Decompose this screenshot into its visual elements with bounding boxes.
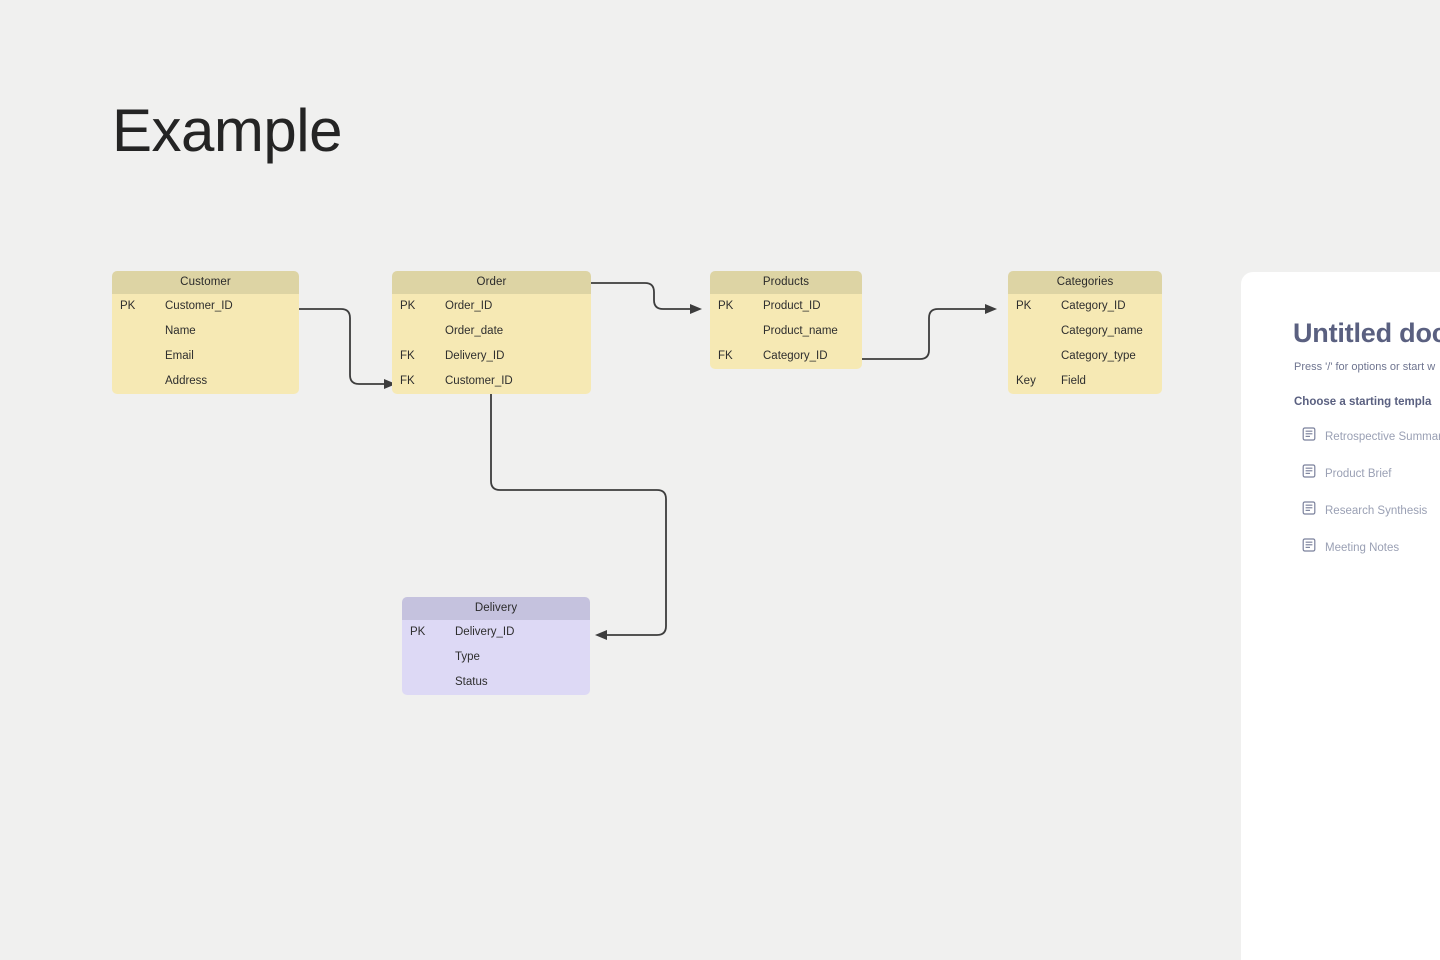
row-field: Name: [165, 325, 196, 337]
row-key: PK: [410, 626, 426, 638]
entity-customer-title: Customer: [112, 271, 299, 294]
template-item-retrospective-summary[interactable]: Retrospective Summar: [1302, 427, 1440, 446]
row-field: Category_ID: [763, 350, 828, 362]
row-key: FK: [400, 375, 415, 387]
row-field: Product_name: [763, 325, 838, 337]
row-field: Order_ID: [445, 300, 493, 312]
template-label: Research Synthesis: [1325, 504, 1428, 517]
row-field: Type: [455, 651, 480, 663]
table-row[interactable]: PK Delivery_ID: [402, 620, 590, 645]
row-key: PK: [120, 300, 136, 312]
table-row[interactable]: PK Category_ID: [1008, 294, 1162, 319]
row-field: Product_ID: [763, 300, 821, 312]
template-item-meeting-notes[interactable]: Meeting Notes: [1302, 538, 1399, 557]
entity-order-title: Order: [392, 271, 591, 294]
document-title[interactable]: Untitled doc: [1293, 318, 1440, 348]
entity-categories[interactable]: Categories PK Category_ID Category_name …: [1008, 271, 1162, 394]
template-label: Retrospective Summar: [1325, 430, 1440, 443]
entity-products-title: Products: [710, 271, 862, 294]
entity-delivery[interactable]: Delivery PK Delivery_ID Type Status: [402, 597, 590, 695]
row-field: Category_ID: [1061, 300, 1126, 312]
entity-categories-title: Categories: [1008, 271, 1162, 294]
page-title: Example: [112, 97, 342, 164]
row-key: FK: [400, 350, 415, 362]
template-label: Meeting Notes: [1325, 541, 1400, 554]
row-field: Customer_ID: [445, 375, 513, 387]
entity-products[interactable]: Products PK Product_ID Product_name FK C…: [710, 271, 862, 369]
table-row[interactable]: PK Customer_ID: [112, 294, 299, 319]
document-icon: [1302, 501, 1316, 520]
table-row[interactable]: FK Delivery_ID: [392, 344, 591, 369]
table-row[interactable]: Product_name: [710, 319, 862, 344]
table-row[interactable]: Category_type: [1008, 344, 1162, 369]
row-field: Delivery_ID: [455, 626, 515, 638]
table-row[interactable]: Address: [112, 369, 299, 394]
document-icon: [1302, 538, 1316, 557]
entity-customer-fields: PK Customer_ID Name Email Address: [112, 294, 299, 394]
row-field: Address: [165, 375, 208, 387]
table-row[interactable]: Name: [112, 319, 299, 344]
table-row[interactable]: Type: [402, 645, 590, 670]
row-field: Status: [455, 676, 488, 688]
entity-delivery-title: Delivery: [402, 597, 590, 620]
table-row[interactable]: Order_date: [392, 319, 591, 344]
row-field: Order_date: [445, 325, 504, 337]
document-icon: [1302, 427, 1316, 446]
row-field: Category_name: [1061, 325, 1143, 337]
template-section-heading: Choose a starting templa: [1294, 396, 1432, 408]
row-field: Delivery_ID: [445, 350, 505, 362]
row-field: Category_type: [1061, 350, 1136, 362]
row-key: Key: [1016, 375, 1036, 387]
entity-categories-fields: PK Category_ID Category_name Category_ty…: [1008, 294, 1162, 394]
table-row[interactable]: FK Customer_ID: [392, 369, 591, 394]
row-key: PK: [1016, 300, 1032, 312]
document-panel[interactable]: Untitled doc Press '/' for options or st…: [1241, 272, 1440, 960]
table-row[interactable]: Category_name: [1008, 319, 1162, 344]
row-field: Customer_ID: [165, 300, 233, 312]
entity-products-fields: PK Product_ID Product_name FK Category_I…: [710, 294, 862, 369]
template-item-product-brief[interactable]: Product Brief: [1302, 464, 1391, 483]
row-key: FK: [718, 350, 733, 362]
row-field: Email: [165, 350, 194, 362]
row-key: PK: [400, 300, 416, 312]
table-row[interactable]: Key Field: [1008, 369, 1162, 394]
entity-customer[interactable]: Customer PK Customer_ID Name Email Addre…: [112, 271, 299, 394]
entity-order-fields: PK Order_ID Order_date FK Delivery_ID FK…: [392, 294, 591, 394]
entity-order[interactable]: Order PK Order_ID Order_date FK Delivery…: [392, 271, 591, 394]
row-key: PK: [718, 300, 734, 312]
document-icon: [1302, 464, 1316, 483]
table-row[interactable]: PK Product_ID: [710, 294, 862, 319]
template-item-research-synthesis[interactable]: Research Synthesis: [1302, 501, 1427, 520]
row-field: Field: [1061, 375, 1086, 387]
table-row[interactable]: Email: [112, 344, 299, 369]
document-placeholder-hint: Press '/' for options or start w: [1294, 361, 1436, 373]
template-label: Product Brief: [1325, 467, 1392, 480]
table-row[interactable]: PK Order_ID: [392, 294, 591, 319]
table-row[interactable]: Status: [402, 670, 590, 695]
entity-delivery-fields: PK Delivery_ID Type Status: [402, 620, 590, 695]
table-row[interactable]: FK Category_ID: [710, 344, 862, 369]
